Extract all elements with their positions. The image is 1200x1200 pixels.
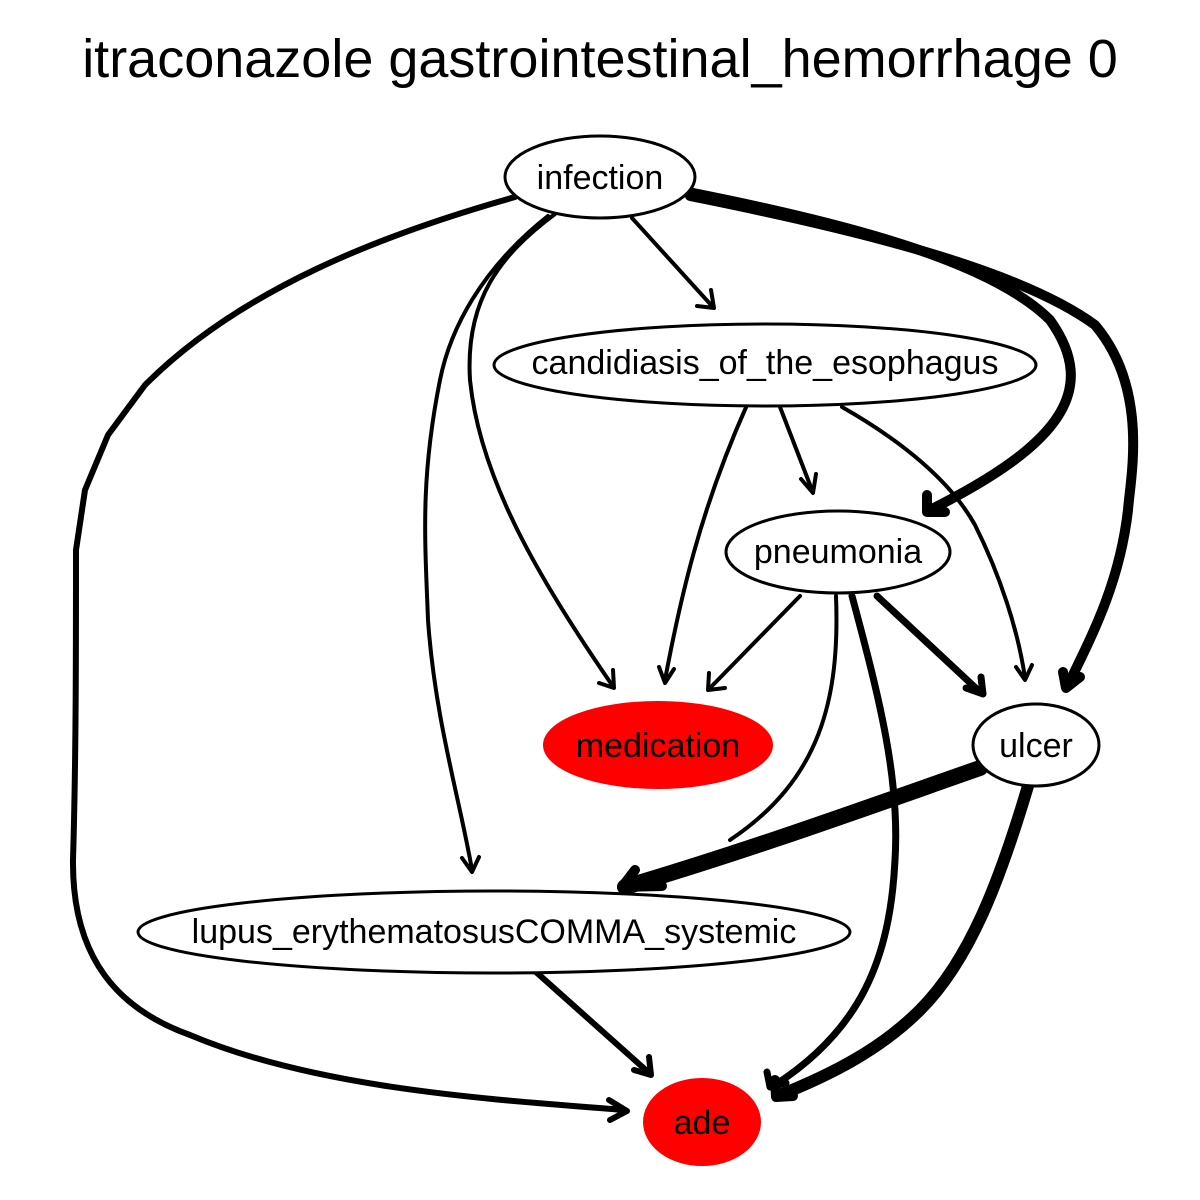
node-pneumonia-label: pneumonia: [754, 533, 922, 571]
edge-infection-ade: [69, 194, 630, 1123]
nodes: infection candidiasis_of_the_esophagus p…: [136, 134, 1101, 1166]
edge-pneumonia-ade: [763, 592, 900, 1091]
node-candidiasis-label: candidiasis_of_the_esophagus: [532, 344, 999, 382]
node-pneumonia[interactable]: pneumonia: [724, 509, 952, 595]
edge-candidiasis-medication: [657, 403, 749, 685]
node-infection-shape: [503, 134, 697, 220]
node-ulcer-label: ulcer: [999, 727, 1073, 765]
node-medication-shape: [543, 701, 773, 789]
edge-candidiasis-ulcer: [840, 405, 1034, 682]
node-ade-shape: [643, 1078, 761, 1166]
edge-ulcer-ade: [770, 780, 1034, 1102]
node-infection-label: infection: [537, 159, 664, 197]
edge-infection-ulcer: [685, 191, 1139, 693]
node-candidiasis[interactable]: candidiasis_of_the_esophagus: [492, 322, 1038, 408]
node-infection[interactable]: infection: [503, 134, 697, 220]
node-ade-label: ade: [674, 1104, 731, 1142]
node-medication[interactable]: medication: [543, 701, 773, 789]
node-lupus-shape: [136, 889, 852, 975]
edge-pneumonia-medication: [706, 594, 802, 692]
node-lupus-label: lupus_erythematosusCOMMA_systemic: [192, 913, 797, 951]
edge-infection-medication: [467, 212, 616, 690]
node-medication-label: medication: [576, 727, 740, 765]
node-pneumonia-shape: [724, 509, 952, 595]
node-lupus[interactable]: lupus_erythematosusCOMMA_systemic: [136, 889, 852, 975]
edge-infection-lupus: [423, 214, 550, 874]
edge-lupus-ade: [533, 969, 654, 1078]
edge-ulcer-lupus: [617, 760, 988, 895]
node-ulcer-shape: [971, 702, 1101, 788]
node-candidiasis-shape: [492, 322, 1038, 408]
page-title: itraconazole gastrointestinal_hemorrhage…: [82, 29, 1118, 89]
edge-pneumonia-ulcer: [873, 592, 987, 698]
node-ulcer[interactable]: ulcer: [971, 702, 1101, 788]
edges: [69, 187, 1139, 1123]
node-ade[interactable]: ade: [643, 1078, 761, 1166]
edge-infection-candidiasis: [630, 216, 716, 310]
edge-candidiasis-pneumonia: [778, 405, 818, 495]
edge-pneumonia-lupus: [728, 594, 839, 842]
